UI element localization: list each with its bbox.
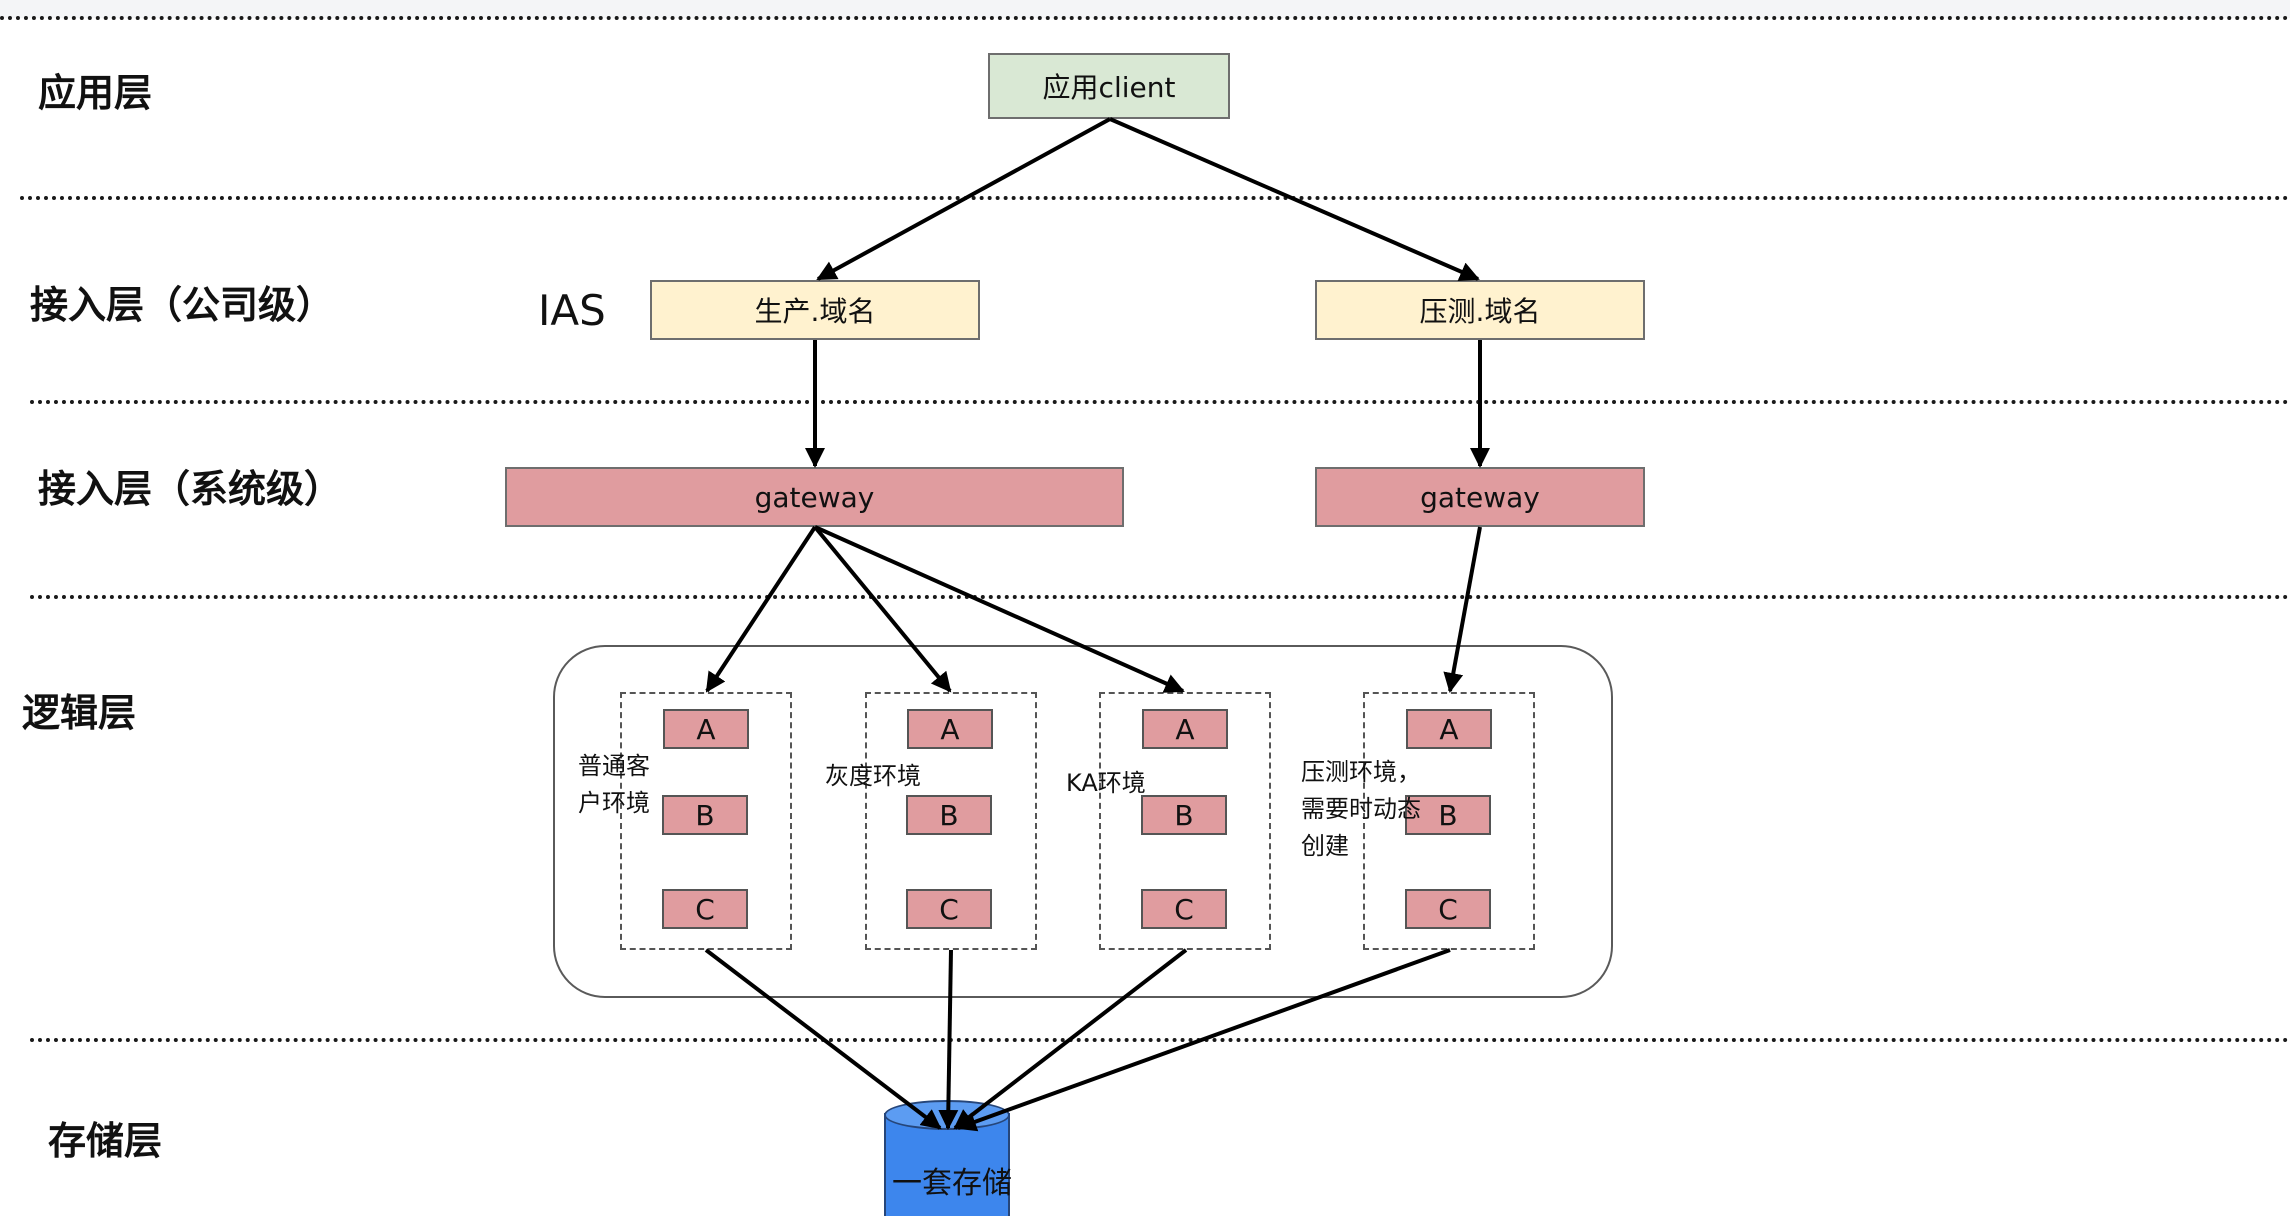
prod-domain-node: 生产.域名 bbox=[650, 280, 980, 340]
arrow-client-to-prod-domain bbox=[816, 117, 1111, 281]
service-b: B bbox=[662, 795, 748, 835]
service-a: A bbox=[1142, 709, 1228, 749]
environment-note: 普通客 户环境 bbox=[578, 752, 650, 817]
arrow-client-to-stress-domain bbox=[1109, 117, 1480, 281]
environment-note: KA环境 bbox=[1066, 769, 1146, 797]
arrow-gateway-to-env-ka bbox=[814, 525, 1185, 693]
top-band bbox=[0, 0, 2290, 18]
arrow-env-stress-to-storage bbox=[956, 948, 1451, 1132]
service-a: A bbox=[907, 709, 993, 749]
stress-domain-node: 压测.域名 bbox=[1315, 280, 1645, 340]
service-c: C bbox=[1405, 889, 1491, 929]
service-b: B bbox=[1405, 795, 1491, 835]
layer-label-access-company: 接入层（公司级） bbox=[30, 283, 335, 327]
service-a: A bbox=[663, 709, 749, 749]
gateway-prod-node: gateway bbox=[505, 467, 1124, 527]
environment-gray bbox=[865, 692, 1037, 950]
environment-normal bbox=[620, 692, 792, 950]
arrow-env-ka-to-storage bbox=[953, 948, 1188, 1130]
layer-separator bbox=[20, 196, 2290, 200]
layer-label-access-system: 接入层（系统级） bbox=[38, 467, 343, 511]
service-c: C bbox=[906, 889, 992, 929]
arrow-gateway-to-env-normal bbox=[705, 525, 817, 693]
gateway-stress-node: gateway bbox=[1315, 467, 1645, 527]
service-b: B bbox=[906, 795, 992, 835]
arrow-env-gray-to-storage bbox=[938, 949, 959, 1130]
layer-separator bbox=[30, 400, 2290, 404]
service-b: B bbox=[1141, 795, 1227, 835]
environment-note: 压测环境， 需要时动态 创建 bbox=[1301, 758, 1421, 860]
environment-note: 灰度环境 bbox=[825, 762, 921, 790]
service-c: C bbox=[662, 889, 748, 929]
layer-label-app: 应用层 bbox=[38, 71, 153, 115]
layer-separator bbox=[0, 16, 2290, 20]
layer-label-logic: 逻辑层 bbox=[22, 691, 137, 735]
service-a: A bbox=[1406, 709, 1492, 749]
client-node: 应用client bbox=[988, 53, 1230, 119]
storage-label: 一套存储 bbox=[892, 1166, 1012, 1201]
ias-label: IAS bbox=[538, 286, 606, 335]
arrow-stress-gateway-to-env-stress bbox=[1443, 526, 1482, 693]
service-c: C bbox=[1141, 889, 1227, 929]
layer-separator bbox=[30, 595, 2290, 599]
storage-cylinder bbox=[884, 1113, 1010, 1216]
arrow-env-normal-to-storage bbox=[704, 948, 942, 1130]
layer-separator bbox=[30, 1038, 2290, 1042]
arrow-gateway-to-env-gray bbox=[813, 525, 952, 693]
layer-label-storage: 存储层 bbox=[48, 1119, 163, 1163]
